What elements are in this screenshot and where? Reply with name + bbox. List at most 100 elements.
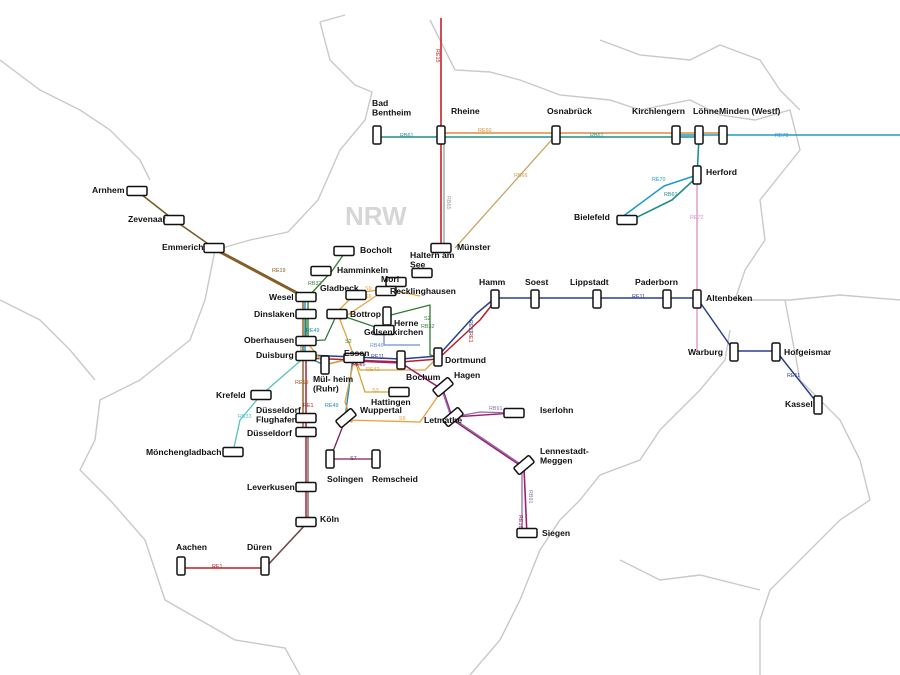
station-paderborn[interactable]: Paderborn bbox=[635, 277, 678, 309]
station-duisburg[interactable]: Duisburg bbox=[256, 350, 317, 362]
station-marker[interactable] bbox=[295, 412, 317, 424]
station-marker[interactable] bbox=[343, 352, 365, 364]
station-marker[interactable] bbox=[295, 516, 317, 528]
station-marker[interactable] bbox=[325, 449, 335, 469]
station-arnhem[interactable]: Arnhem bbox=[92, 185, 148, 197]
station-marker[interactable] bbox=[320, 355, 330, 375]
station-minden[interactable]: Minden (Westf) bbox=[718, 106, 781, 145]
station-marker[interactable] bbox=[490, 289, 500, 309]
station-warburg[interactable]: Warburg bbox=[688, 342, 739, 362]
station-wuppertal[interactable]: Wuppertal bbox=[335, 405, 402, 429]
station-kassel[interactable]: Kassel bbox=[785, 395, 823, 415]
station-dortmund[interactable]: Dortmund bbox=[433, 347, 486, 367]
station-marker[interactable] bbox=[372, 125, 382, 145]
station-marker[interactable] bbox=[295, 291, 317, 303]
station-remscheid[interactable]: Remscheid bbox=[371, 449, 418, 484]
station-dueren[interactable]: Düren bbox=[247, 542, 272, 576]
station-mork[interactable]: Morl bbox=[381, 274, 407, 288]
station-marker[interactable] bbox=[176, 556, 186, 576]
station-marker[interactable] bbox=[373, 324, 395, 336]
station-marker[interactable] bbox=[516, 527, 538, 539]
station-marker[interactable] bbox=[530, 289, 540, 309]
station-marker[interactable] bbox=[222, 446, 244, 458]
station-altenbeken[interactable]: Altenbeken bbox=[692, 289, 752, 309]
station-rheine[interactable]: Rheine bbox=[436, 106, 480, 145]
station-marker[interactable] bbox=[729, 342, 739, 362]
station-marker[interactable] bbox=[382, 306, 392, 326]
station-marker[interactable] bbox=[433, 347, 443, 367]
station-marker[interactable] bbox=[411, 267, 433, 279]
station-soest[interactable]: Soest bbox=[525, 277, 549, 309]
station-marker[interactable] bbox=[616, 214, 638, 226]
station-marker[interactable] bbox=[310, 265, 332, 277]
station-marker[interactable] bbox=[694, 125, 704, 145]
station-marker[interactable] bbox=[662, 289, 672, 309]
station-marker[interactable] bbox=[163, 214, 185, 226]
station-marker[interactable] bbox=[126, 185, 148, 197]
station-kirchlengern[interactable]: Kirchlengern bbox=[632, 106, 685, 145]
station-solingen[interactable]: Solingen bbox=[325, 449, 363, 484]
station-marker[interactable] bbox=[813, 395, 823, 415]
station-marker[interactable] bbox=[503, 407, 525, 419]
station-marker[interactable] bbox=[250, 389, 272, 401]
station-emmerich[interactable]: Emmerich bbox=[162, 242, 225, 254]
station-marker[interactable] bbox=[692, 165, 702, 185]
station-marker[interactable] bbox=[295, 335, 317, 347]
station-marker[interactable] bbox=[771, 342, 781, 362]
station-siegen[interactable]: Siegen bbox=[516, 527, 570, 539]
station-hagen[interactable]: Hagen bbox=[432, 370, 480, 398]
station-marker[interactable] bbox=[345, 289, 367, 301]
station-duesseldorf[interactable]: Düsseldorf bbox=[247, 426, 317, 439]
station-bochum[interactable]: Bochum bbox=[396, 350, 441, 382]
station-lippstadt[interactable]: Lippstadt bbox=[570, 277, 609, 309]
station-hattingen[interactable]: Hattingen bbox=[371, 386, 411, 408]
station-wesel[interactable]: Wesel bbox=[269, 291, 317, 303]
station-essen[interactable]: Essen bbox=[343, 348, 369, 364]
station-marker[interactable] bbox=[295, 308, 317, 320]
station-lennestadt[interactable]: Lennestadt-Meggen bbox=[513, 446, 589, 476]
station-marker[interactable] bbox=[436, 125, 446, 145]
station-muenster[interactable]: Münster bbox=[430, 242, 491, 254]
station-marker[interactable] bbox=[551, 125, 561, 145]
station-gladbeck[interactable]: Gladbeck bbox=[320, 283, 367, 301]
station-herford[interactable]: Herford bbox=[692, 165, 737, 185]
station-aachen[interactable]: Aachen bbox=[176, 542, 207, 576]
station-hamm[interactable]: Hamm bbox=[479, 277, 506, 309]
station-marker[interactable] bbox=[442, 406, 464, 428]
station-marker[interactable] bbox=[513, 454, 535, 476]
station-hamminkeln[interactable]: Hamminkeln bbox=[310, 265, 388, 277]
station-marker[interactable] bbox=[592, 289, 602, 309]
station-dinslaken[interactable]: Dinslaken bbox=[254, 308, 317, 320]
station-leverkusen[interactable]: Leverkusen bbox=[247, 481, 317, 493]
station-koeln[interactable]: Köln bbox=[295, 514, 339, 528]
station-marker[interactable] bbox=[692, 289, 702, 309]
station-zevenaar[interactable]: Zevenaar bbox=[128, 214, 185, 226]
station-oberhausen[interactable]: Oberhausen bbox=[244, 335, 317, 347]
station-gelsenkirchen[interactable]: Gelsenkirchen bbox=[364, 324, 423, 338]
station-iserlohn[interactable]: Iserlohn bbox=[503, 405, 573, 419]
station-marker[interactable] bbox=[388, 386, 410, 398]
station-marker[interactable] bbox=[375, 285, 397, 297]
station-bocholt[interactable]: Bocholt bbox=[333, 245, 392, 257]
station-mgladbach[interactable]: Mönchengladbach bbox=[146, 446, 244, 458]
station-marker[interactable] bbox=[295, 350, 317, 362]
station-marker[interactable] bbox=[396, 350, 406, 370]
station-bielefeld[interactable]: Bielefeld bbox=[574, 212, 638, 226]
station-hofgeismar[interactable]: Hofgeismar bbox=[771, 342, 832, 362]
station-osnabrueck[interactable]: Osnabrück bbox=[547, 106, 592, 145]
station-marker[interactable] bbox=[203, 242, 225, 254]
station-marker[interactable] bbox=[718, 125, 728, 145]
station-marker[interactable] bbox=[371, 449, 381, 469]
station-letmathe[interactable]: Letmathe bbox=[424, 406, 464, 428]
station-marker[interactable] bbox=[335, 407, 357, 429]
station-marker[interactable] bbox=[295, 481, 317, 493]
station-marker[interactable] bbox=[671, 125, 681, 145]
station-loehne[interactable]: Löhne bbox=[693, 106, 719, 145]
station-marker[interactable] bbox=[295, 426, 317, 438]
station-marker[interactable] bbox=[432, 376, 454, 398]
station-marker[interactable] bbox=[326, 308, 348, 320]
station-muelheim[interactable]: Mül- heim(Ruhr) bbox=[313, 355, 353, 394]
